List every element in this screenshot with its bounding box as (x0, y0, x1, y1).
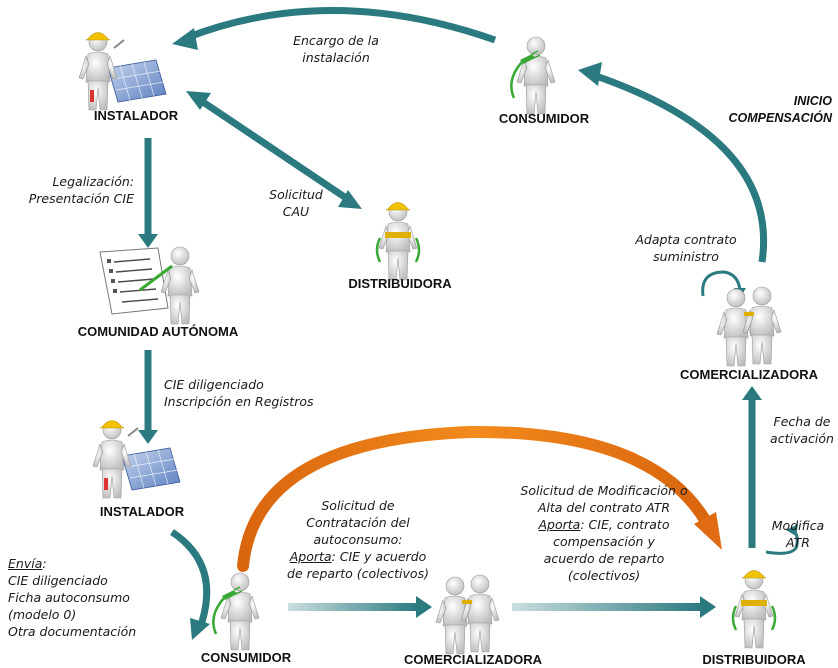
label-encargo: Encargo de la instalación (293, 33, 379, 65)
node-consumidor-bottom: CONSUMIDOR (200, 650, 292, 665)
instalador-top-figure (78, 32, 167, 111)
arrow-legalizacion (138, 138, 158, 248)
instalador-mid-figure (92, 420, 181, 499)
arrow-encargo (172, 7, 497, 50)
loop-modifica (765, 524, 799, 555)
arrow-cie (138, 350, 158, 444)
consumidor-bottom-figure (212, 572, 260, 651)
label-modifica-atr: Modifica ATR (771, 518, 825, 550)
arrow-solicitud-cau (186, 91, 362, 209)
arrow-contratacion (288, 596, 432, 618)
arrow-inicio (578, 62, 768, 263)
comercializadora-right-figure (716, 286, 782, 367)
arrow-fecha (742, 386, 762, 548)
node-distribuidora-mid: DISTRIBUIDORA (348, 276, 452, 291)
label-inicio-compensacion: INICIO COMPENSACIÓN (728, 94, 832, 125)
node-consumidor-top: CONSUMIDOR (498, 111, 590, 126)
distribuidora-bottom-figure (731, 570, 777, 649)
node-distribuidora-bottom: DISTRIBUIDORA (702, 652, 806, 667)
label-solicitud-cau: Solicitud CAU (269, 187, 323, 219)
node-comunidad-autonoma: COMUNIDAD AUTÓNOMA (77, 324, 239, 339)
arrow-modificacion (512, 596, 716, 618)
label-legalizacion: Legalización: Presentación CIE (28, 174, 134, 206)
label-cie-diligenciado: CIE diligenciado Inscripción en Registro… (164, 377, 314, 409)
node-instalador-mid: INSTALADOR (99, 504, 185, 519)
label-fecha-activacion: Fecha de activación (770, 414, 834, 446)
label-adapta-contrato: Adapta contrato suministro (635, 232, 737, 264)
node-comercializadora-right: COMERCIALIZADORA (680, 367, 818, 382)
label-solicitud-contratacion: Solicitud de Contratación del autoconsum… (287, 498, 429, 581)
comunidad-document-figure (99, 246, 200, 325)
arrow-orange-arc (237, 425, 722, 572)
label-solicitud-modificacion: Solicitud de Modificación o Alta del con… (520, 483, 688, 583)
node-instalador-top: INSTALADOR (93, 108, 179, 123)
consumidor-top-figure (510, 36, 556, 115)
node-comercializadora-bottom: COMERCIALIZADORA (404, 652, 542, 667)
comercializadora-bottom-figure (435, 574, 500, 655)
label-envia: Envía: CIE diligenciado Ficha autoconsum… (8, 556, 137, 639)
arrow-envia (170, 529, 211, 640)
distribuidora-mid-figure (375, 202, 421, 281)
